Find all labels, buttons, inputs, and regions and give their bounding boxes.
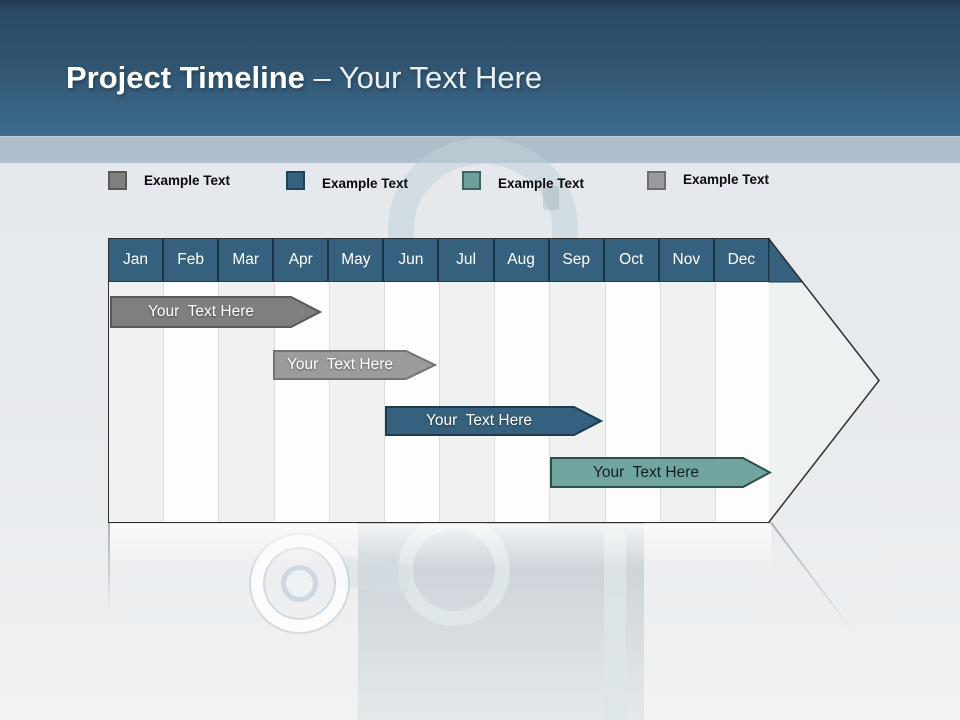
header-band xyxy=(0,0,960,136)
legend-swatch xyxy=(462,171,481,190)
legend-item[interactable]: Example Text xyxy=(286,171,408,193)
month-cell: Aug xyxy=(494,239,550,282)
legend-label: Example Text xyxy=(322,176,409,191)
bar-label: Your Text Here xyxy=(287,356,393,373)
timeline-bar[interactable]: Your Text Here xyxy=(110,296,322,328)
bar-label: Your Text Here xyxy=(148,303,254,320)
legend-swatch xyxy=(108,171,127,190)
legend-item[interactable]: Example Text xyxy=(108,171,230,190)
bar-arrow-shape xyxy=(110,296,322,328)
timeline-bar[interactable]: Your Text Here xyxy=(550,457,772,488)
legend-label: Example Text xyxy=(498,176,585,191)
arrow-head xyxy=(768,238,880,523)
title-placeholder: – Your Text Here xyxy=(304,60,543,95)
month-header-row: Jan Feb Mar Apr May Jun Jul Aug Sep Oct … xyxy=(109,239,770,282)
month-column xyxy=(329,282,385,522)
month-column xyxy=(384,282,441,522)
month-cell: Jun xyxy=(384,239,440,282)
page-title[interactable]: Project Timeline – Your Text Here xyxy=(66,58,542,98)
timeline-bar[interactable]: Your Text Here xyxy=(273,350,437,380)
legend-item[interactable]: Example Text xyxy=(462,171,584,193)
month-cell: Feb xyxy=(164,239,220,282)
title-main: Project Timeline xyxy=(66,60,305,95)
timeline-bar[interactable]: Your Text Here xyxy=(385,406,603,436)
bar-label: Your Text Here xyxy=(426,412,532,429)
timeline-reflection-arrow-edge xyxy=(770,521,853,631)
bar-label: Your Text Here xyxy=(593,463,699,481)
bar-arrow-shape xyxy=(550,457,772,488)
month-cell: Jan xyxy=(109,239,165,282)
bar-arrow-shape xyxy=(273,350,437,380)
bar-arrow-shape xyxy=(385,406,603,436)
month-cell: May xyxy=(329,239,385,282)
key-blade xyxy=(604,530,626,720)
month-cell: Mar xyxy=(219,239,275,282)
padlock-shackle-notch xyxy=(543,186,559,210)
month-column xyxy=(440,282,496,522)
legend-label: Example Text xyxy=(144,173,231,188)
month-cell: Oct xyxy=(604,239,660,282)
legend-label: Example Text xyxy=(683,172,770,187)
timeline-reflection xyxy=(109,524,771,569)
month-column xyxy=(495,282,551,522)
month-cell: Nov xyxy=(659,239,715,282)
key-head-inner-ring xyxy=(281,565,318,602)
legend-swatch xyxy=(647,171,666,190)
legend-swatch xyxy=(286,171,305,190)
month-cell: Dec xyxy=(714,239,770,282)
timeline-reflection-left-edge xyxy=(108,523,110,613)
month-cell: Apr xyxy=(274,239,330,282)
month-cell: Jul xyxy=(439,239,495,282)
month-cell: Sep xyxy=(549,239,605,282)
legend-item[interactable]: Example Text xyxy=(647,171,769,190)
